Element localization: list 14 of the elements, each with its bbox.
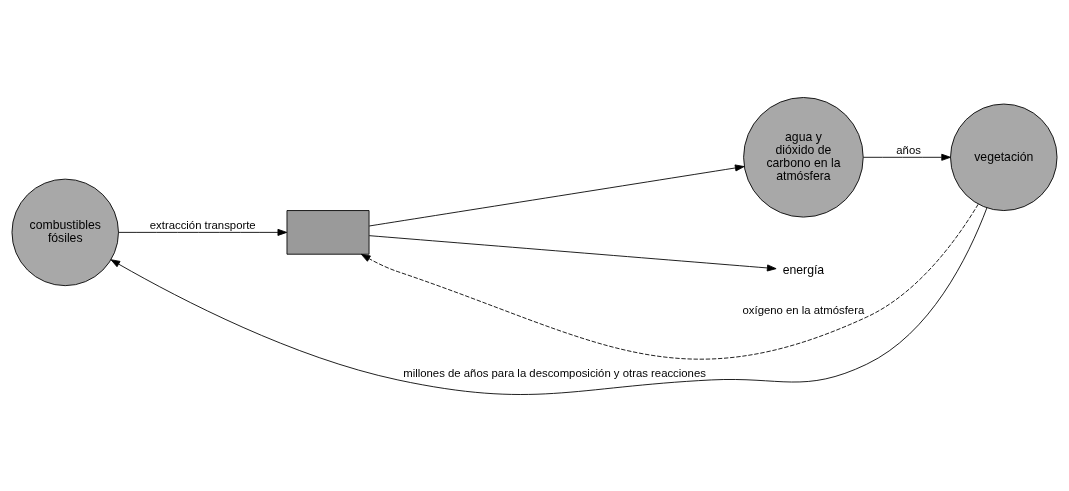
- arrow: [862, 153, 951, 161]
- node-circle: agua y dióxido de carbono en la atmósfera: [743, 96, 864, 218]
- arrow: [368, 234, 777, 271]
- edge-label: extracción transporte: [149, 218, 256, 231]
- edge-label: millones de años para la descomposición y otras reacciones: [403, 366, 706, 379]
- node-circle: vegetación: [950, 103, 1058, 211]
- node-box: [286, 209, 370, 255]
- arrow: [110, 206, 988, 395]
- edge-label: años: [896, 143, 921, 156]
- edge-label: oxígeno en la atmósfera: [742, 303, 865, 316]
- arrow: [368, 163, 745, 226]
- arrow: [360, 203, 979, 360]
- node-text: energía: [782, 262, 825, 277]
- arrow: [118, 228, 288, 236]
